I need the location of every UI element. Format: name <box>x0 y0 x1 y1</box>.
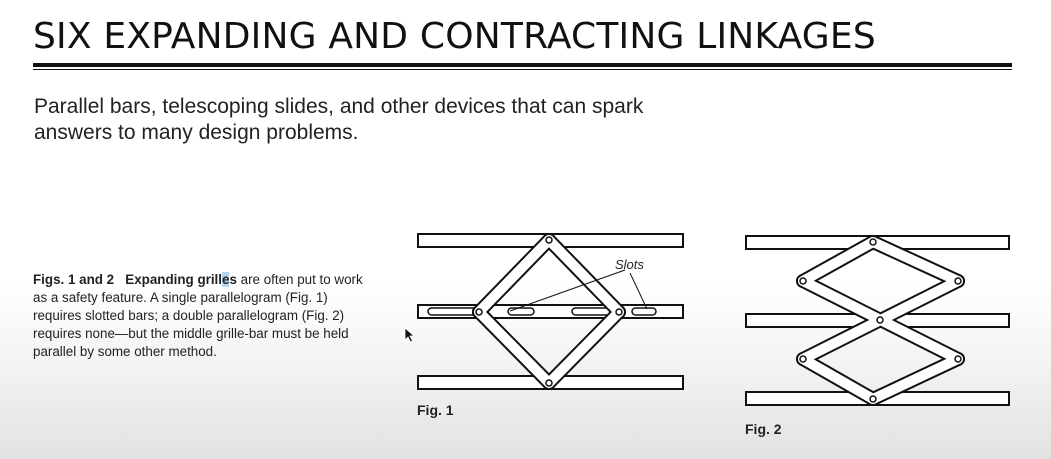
caption-heading-pre: Expanding grill <box>125 272 222 287</box>
fig2-pivots <box>799 238 962 403</box>
figure-1: Slots Fig. 1 <box>417 233 684 418</box>
title-rule-thick <box>33 63 1012 67</box>
title-rule-thin <box>33 69 1012 70</box>
figure-caption: Figs. 1 and 2 Expanding grilles are ofte… <box>33 271 378 361</box>
caption-body: are often put to work as a safety featur… <box>33 272 363 359</box>
fig2-label: Fig. 2 <box>745 421 782 437</box>
caption-heading-post: s <box>229 272 237 287</box>
figure-2: Fig. 2 <box>745 235 1010 437</box>
fig1-slot-center <box>507 307 535 316</box>
caption-figs: Figs. 1 and 2 <box>33 272 115 287</box>
fig1-slots-leaders <box>509 269 648 312</box>
caption-heading: Expanding grilles <box>125 272 237 287</box>
subtitle: Parallel bars, telescoping slides, and o… <box>34 95 644 144</box>
page-title: SIX EXPANDING AND CONTRACTING LINKAGES <box>33 16 876 57</box>
fig1-slot-far-right <box>631 307 657 316</box>
slots-label: Slots <box>615 257 644 272</box>
fig1-label: Fig. 1 <box>417 402 454 418</box>
fig1-pivots <box>475 236 623 387</box>
text-selection-highlight[interactable]: e <box>222 272 230 287</box>
mouse-cursor-icon <box>404 327 416 343</box>
fig1-slot-left <box>427 307 479 316</box>
